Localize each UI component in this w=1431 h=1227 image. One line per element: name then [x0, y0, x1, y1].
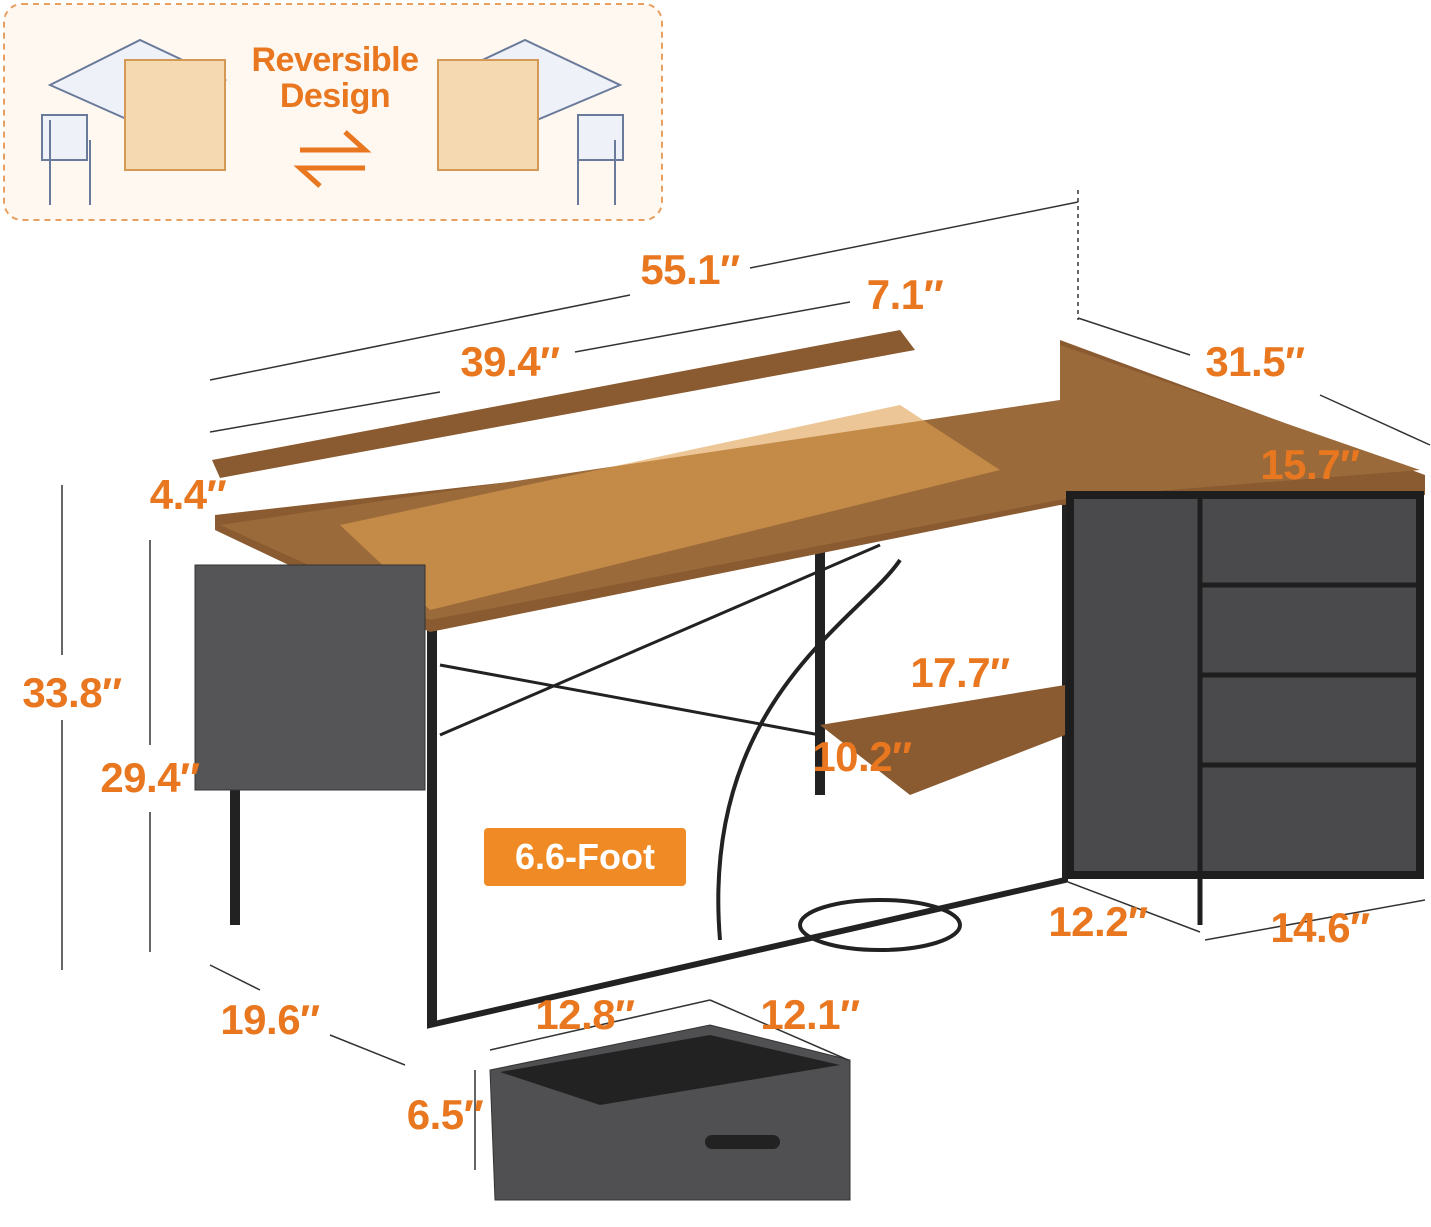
- cord-length-badge: 6.6-Foot: [484, 828, 686, 886]
- drawer: [489, 1024, 851, 1201]
- dimension-lines: [61, 190, 1431, 1170]
- desk-thumbnail-right: [437, 38, 624, 205]
- banner-line-2: Design: [279, 77, 391, 115]
- reversible-banner: [3, 3, 663, 221]
- desk: [194, 330, 1425, 1029]
- cabinet-depth-label: 12.2″: [1048, 898, 1148, 945]
- drawer-depth-label: 12.1″: [760, 991, 860, 1038]
- total-height-label: 33.8″: [22, 669, 122, 716]
- return-depth-label: 15.7″: [1260, 441, 1360, 488]
- desk-thumbnail-left: [41, 38, 228, 205]
- desk-depth-label: 19.6″: [220, 996, 320, 1043]
- swap-arrows-icon: [293, 130, 372, 188]
- riser-offset-label: 7.1″: [866, 271, 944, 318]
- banner-line-1: Reversible: [251, 41, 420, 79]
- return-length-label: 31.5″: [1205, 338, 1305, 385]
- shelf-depth-label: 10.2″: [812, 733, 912, 780]
- desk-height-label: 29.4″: [100, 754, 200, 801]
- riser-height-label: 4.4″: [149, 471, 227, 518]
- shelf-width-label: 17.7″: [910, 649, 1010, 696]
- total-width-label: 55.1″: [640, 246, 740, 293]
- riser-width-label: 39.4″: [460, 338, 560, 385]
- drawer-height-label: 6.5″: [406, 1091, 484, 1138]
- drawer-width-label: 12.8″: [535, 991, 635, 1038]
- cabinet-width-label: 14.6″: [1270, 904, 1370, 951]
